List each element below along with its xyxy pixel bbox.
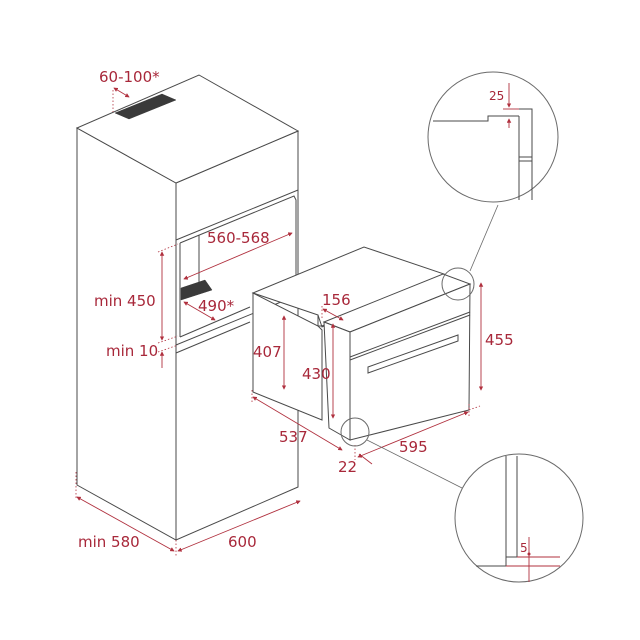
oven-door-handle xyxy=(367,334,459,374)
top-vent-slot xyxy=(114,93,177,120)
niche-height-label: min 450 xyxy=(94,292,156,310)
bottom-detail-marker xyxy=(340,417,370,447)
oven-front-height-label: 430 xyxy=(302,365,331,383)
oven-total-height-label: 455 xyxy=(485,331,514,349)
top-vent-label: 60-100* xyxy=(99,68,160,86)
base-gap-dimension: min 10 xyxy=(106,335,179,368)
base-gap-label: min 10 xyxy=(106,342,158,360)
cabinet-width-label: 600 xyxy=(228,533,257,551)
bottom-detail-label: 5 xyxy=(520,541,528,555)
oven-depth-label: 537 xyxy=(279,428,308,446)
oven-step-depth-label: 156 xyxy=(322,291,351,309)
niche-vent-dimension: 490* xyxy=(183,297,235,321)
bottom-detail-callout: 5 xyxy=(454,453,584,583)
niche-vent-slot xyxy=(180,279,213,301)
top-vent-dimension: 60-100* xyxy=(99,68,160,112)
top-detail-marker xyxy=(441,267,475,301)
niche-width-dimension: 560-568 xyxy=(183,229,293,280)
cabinet-depth-label: min 580 xyxy=(78,533,140,551)
oven-dimensions: 407 430 156 537 455 595 22 xyxy=(251,282,514,476)
niche-height-dimension: min 450 xyxy=(94,243,179,341)
cabinet-footprint-dimensions: min 580 600 xyxy=(75,472,301,556)
oven-body-height-label: 407 xyxy=(253,343,282,361)
oven-front-width-label: 595 xyxy=(399,438,428,456)
oven-front-thickness-label: 22 xyxy=(338,458,357,476)
niche-vent-label: 490* xyxy=(198,297,235,315)
oven-unit xyxy=(251,246,472,441)
top-detail-callout: 25 xyxy=(427,71,559,203)
niche-width-label: 560-568 xyxy=(207,229,270,247)
top-detail-label: 25 xyxy=(489,89,504,103)
